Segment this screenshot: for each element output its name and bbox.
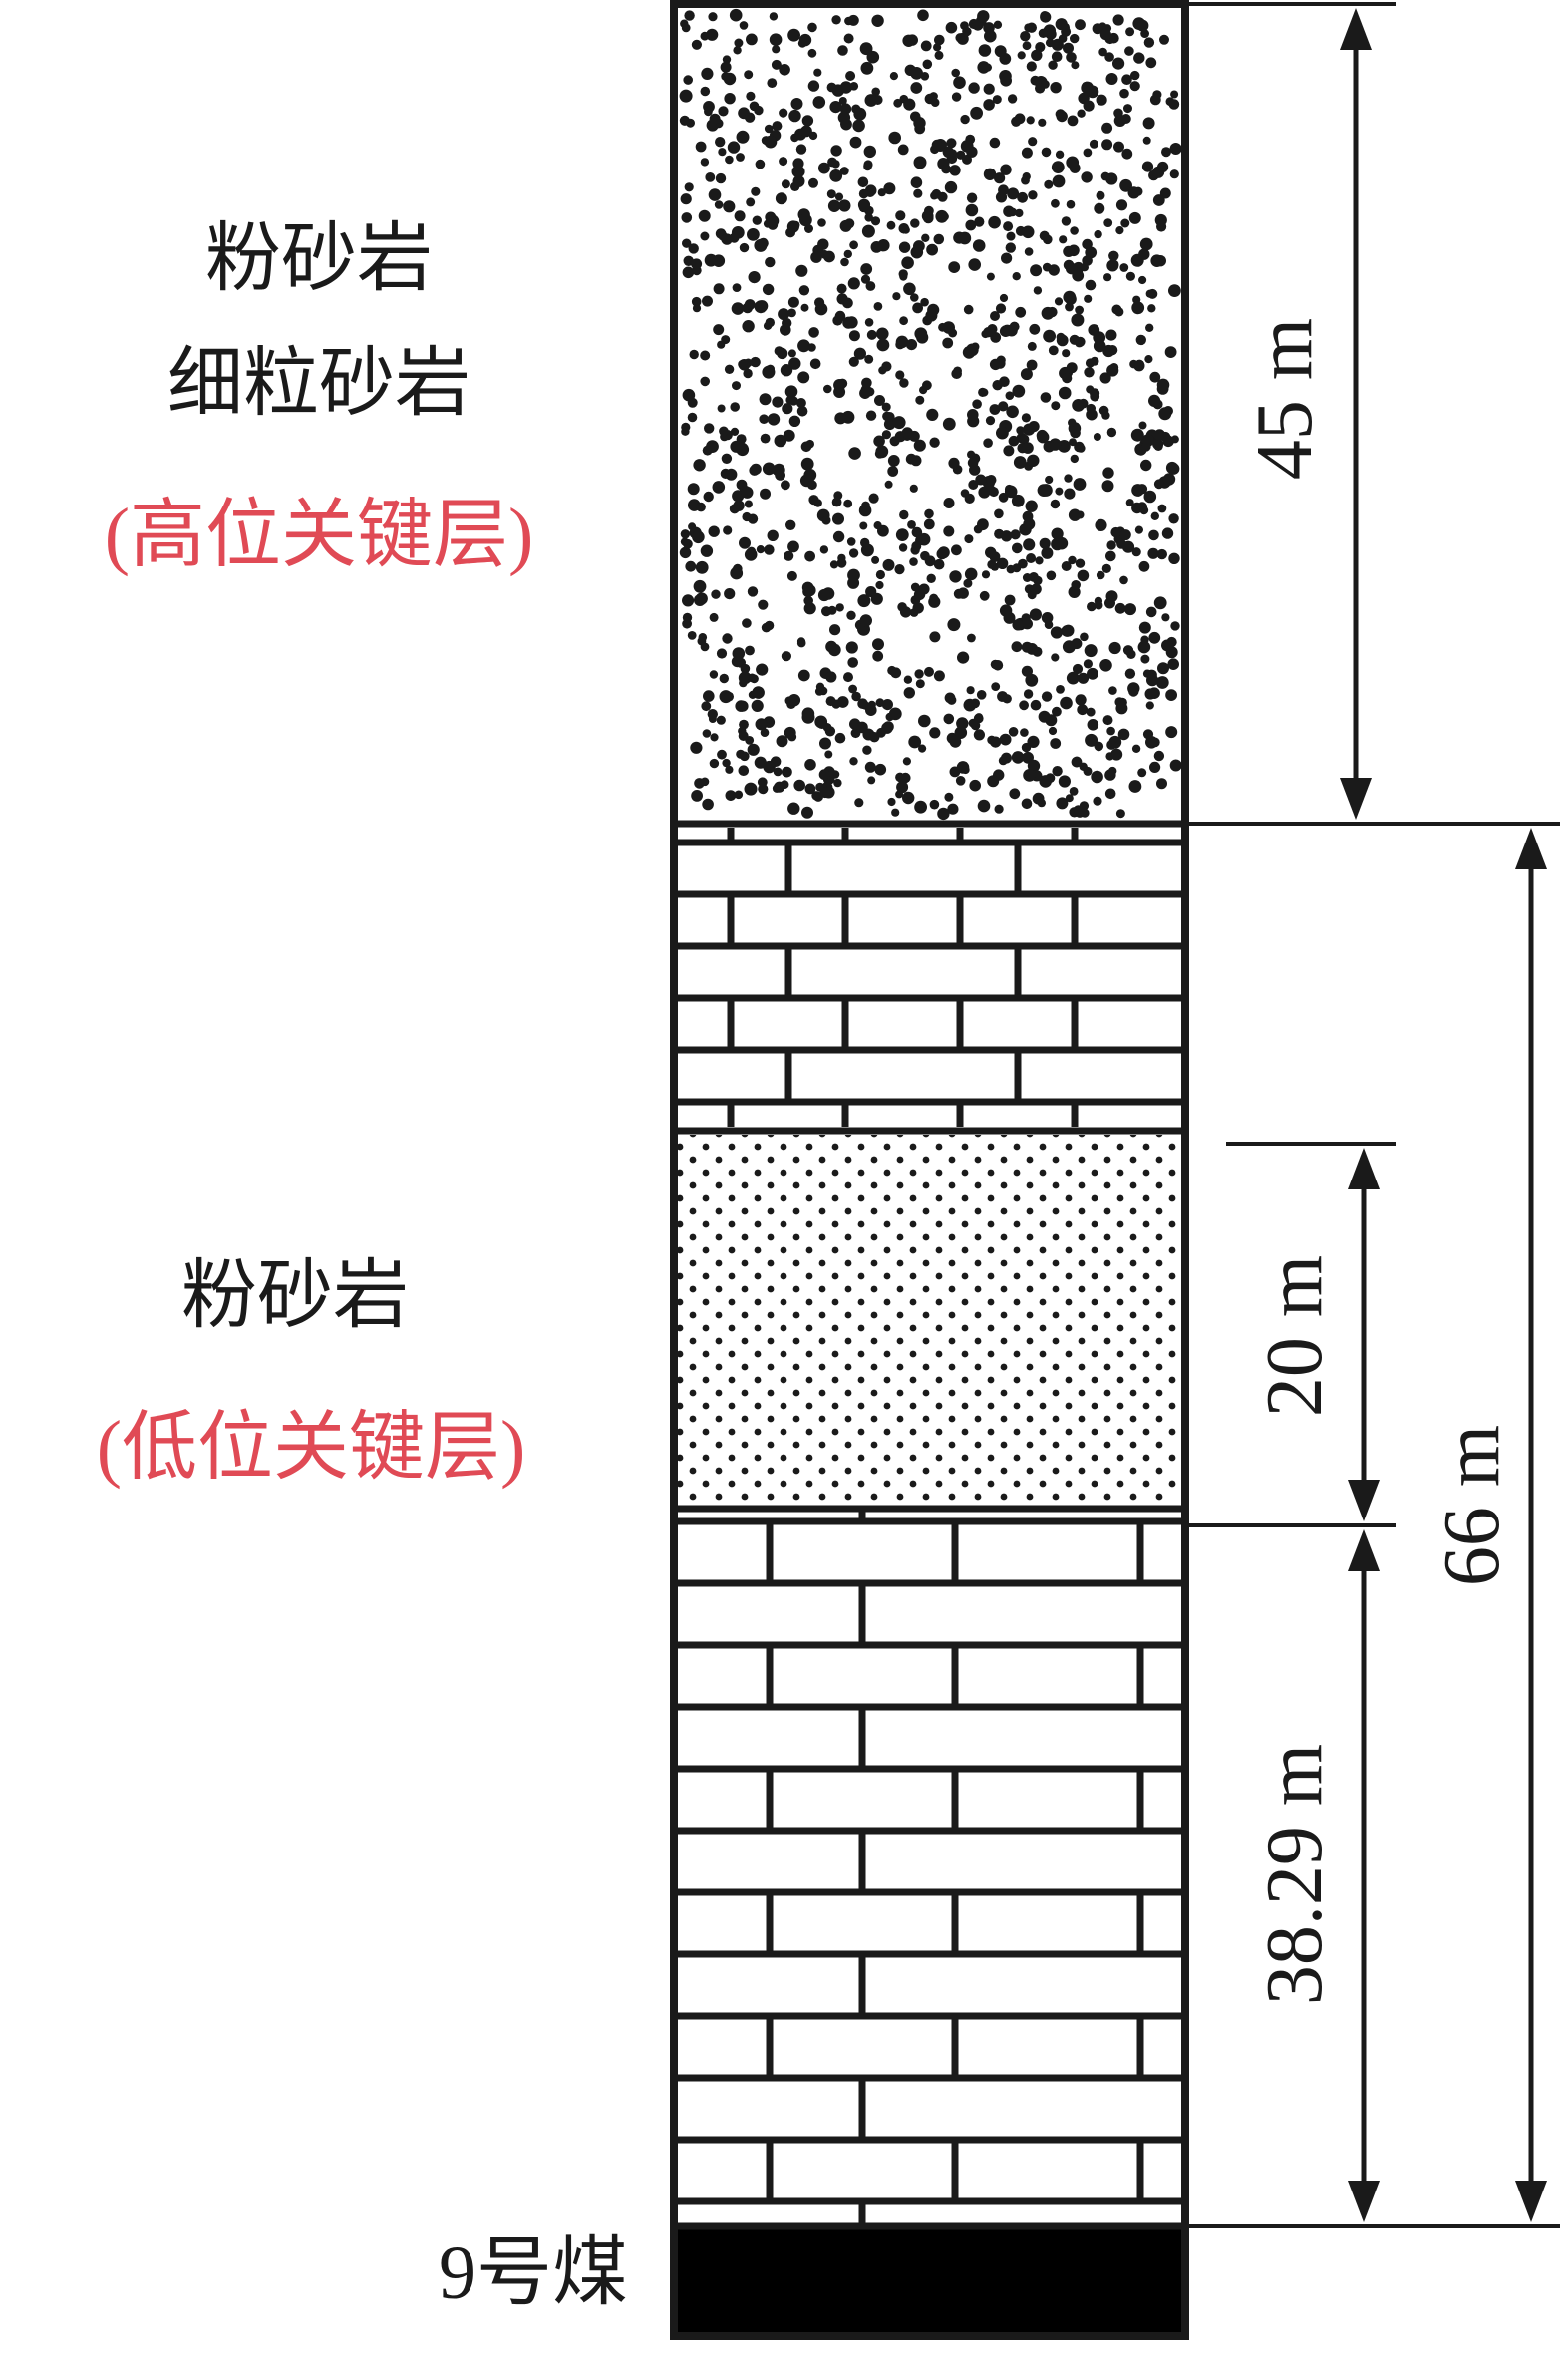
- high-key-layer-label: (高位关键层): [105, 494, 534, 577]
- dimension-arrow-45m: [1340, 8, 1372, 820]
- dimension-extension-lines: [1189, 2, 1560, 2228]
- dimension-38-29m-label: 38.29 m: [1251, 1744, 1339, 2005]
- layer-boundaries: [674, 820, 1185, 2230]
- column-outline: [670, 0, 1189, 2340]
- upper-limestone-layer: [674, 828, 1185, 1127]
- dimension-arrow-20m: [1348, 1148, 1380, 1521]
- lower-rock-name: 粉砂岩: [181, 1254, 409, 1338]
- dimension-66m-label: 66 m: [1428, 1425, 1516, 1586]
- dimension-arrow-66m: [1515, 828, 1547, 2222]
- dimension-arrow-38-29m: [1348, 1529, 1380, 2222]
- dimension-20m-label: 20 m: [1251, 1255, 1339, 1417]
- low-key-layer-label: (低位关键层): [97, 1406, 526, 1490]
- upper-siltstone-layer: [679, 8, 1182, 821]
- coal-seam-label: 9号煤: [439, 2231, 628, 2315]
- coal-seam-layer: [674, 2226, 1185, 2336]
- lower-limestone-layer: [674, 1509, 1185, 2226]
- dimension-45m-label: 45 m: [1241, 318, 1329, 480]
- lower-siltstone-layer: [674, 1135, 1185, 1509]
- upper-rock-name-line1: 粉砂岩: [205, 217, 433, 301]
- upper-rock-name-line2: 细粒砂岩: [167, 342, 470, 426]
